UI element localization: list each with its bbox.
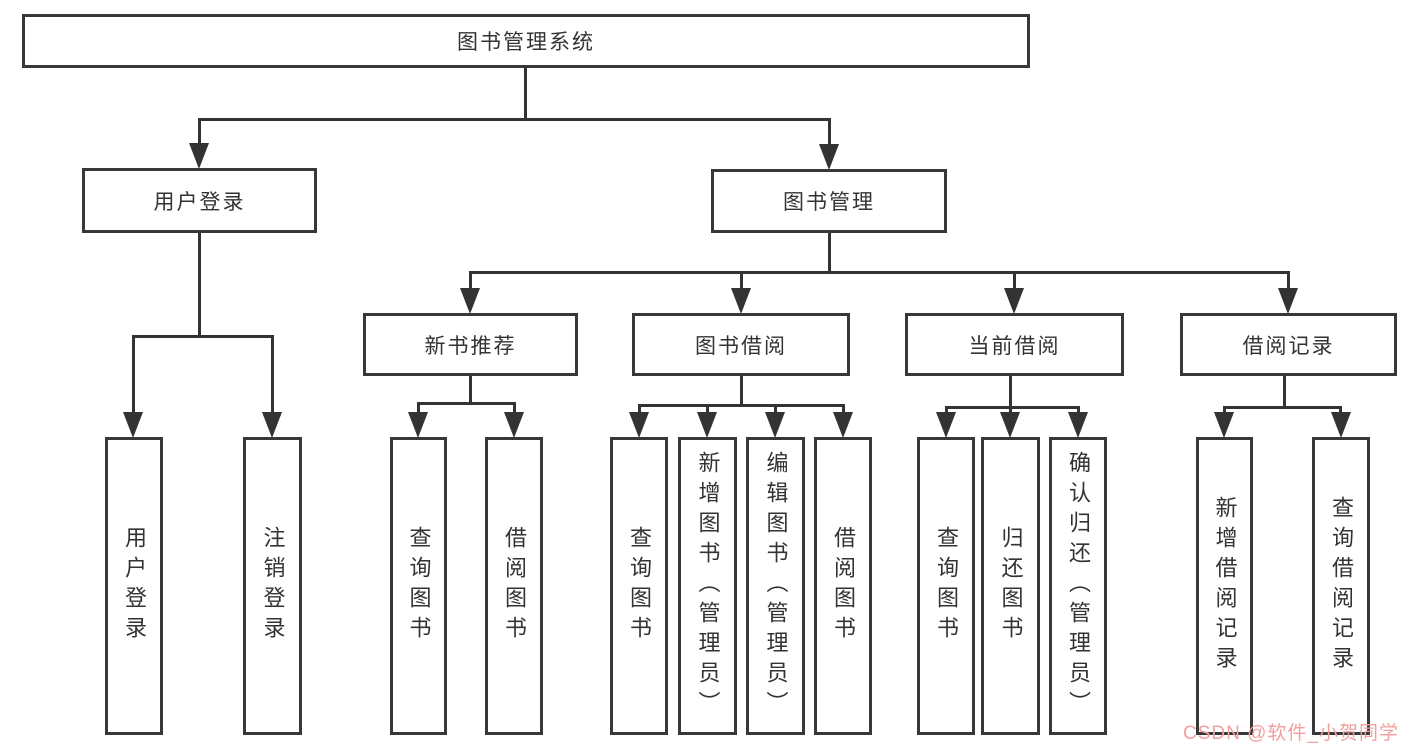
- connector-stem: [740, 376, 743, 406]
- leaf-query-books-borrowing: 查询图书: [610, 437, 668, 735]
- connector-book-mgmt-bar: [469, 271, 1290, 274]
- node-new-book-recommend: 新书推荐: [363, 313, 578, 376]
- connector-drop: [1009, 406, 1012, 414]
- connector-drop: [740, 271, 743, 289]
- arrow-down-icon: [629, 412, 649, 438]
- connector-drop: [132, 335, 135, 413]
- arrow-down-icon: [1000, 412, 1020, 438]
- connector-drop-user-login: [198, 118, 201, 146]
- node-label: 查询图书: [934, 526, 959, 646]
- arrow-down-icon: [123, 412, 143, 438]
- node-label: 借阅图书: [502, 526, 527, 646]
- connector-user-login-stem: [198, 233, 201, 337]
- csdn-watermark: CSDN @软件_小贺同学: [1183, 723, 1399, 744]
- node-book-management: 图书管理: [711, 169, 947, 233]
- connector-bar: [638, 404, 845, 407]
- node-label: 图书管理系统: [457, 31, 595, 54]
- connector-drop: [271, 335, 274, 413]
- connector-root-bar: [198, 118, 831, 121]
- arrow-down-icon: [936, 412, 956, 438]
- arrow-down-icon: [765, 412, 785, 438]
- arrow-down-icon: [697, 412, 717, 438]
- leaf-logout: 注销登录: [243, 437, 302, 735]
- connector-drop: [945, 406, 948, 414]
- node-user-login: 用户登录: [82, 168, 317, 233]
- connector-drop: [513, 402, 516, 414]
- connector-user-login-bar: [132, 335, 274, 338]
- arrow-down-icon: [262, 412, 282, 438]
- connector-book-mgmt-stem: [828, 233, 831, 273]
- leaf-query-borrow-record: 查询借阅记录: [1312, 437, 1370, 735]
- connector-bar: [1223, 406, 1342, 409]
- leaf-return-books: 归还图书: [981, 437, 1040, 735]
- node-label: 图书借阅: [695, 334, 787, 358]
- arrow-down-icon: [1331, 412, 1351, 438]
- leaf-user-login: 用户登录: [105, 437, 163, 735]
- node-borrowing-records: 借阅记录: [1180, 313, 1397, 376]
- node-current-borrowing: 当前借阅: [905, 313, 1124, 376]
- connector-drop: [1339, 406, 1342, 414]
- connector-stem: [1009, 376, 1012, 408]
- arrow-down-icon: [408, 412, 428, 438]
- leaf-add-books-admin: 新增图书（管理员）: [678, 437, 737, 735]
- connector-root-stem: [524, 66, 527, 120]
- node-label: 注销登录: [260, 526, 286, 646]
- connector-stem: [1283, 376, 1286, 408]
- arrow-down-icon: [1004, 288, 1024, 314]
- node-label: 借阅图书: [831, 526, 856, 646]
- connector-bar: [417, 402, 516, 405]
- connector-drop: [1287, 271, 1290, 289]
- arrow-down-icon: [819, 144, 839, 170]
- node-label: 当前借阅: [968, 334, 1061, 358]
- connector-drop: [469, 271, 472, 289]
- arrow-down-icon: [460, 288, 480, 314]
- node-label: 查询图书: [627, 526, 652, 646]
- node-label: 确认归还（管理员）: [1066, 451, 1091, 721]
- arrow-down-icon: [189, 143, 209, 169]
- connector-drop: [774, 404, 777, 414]
- leaf-borrow-books: 借阅图书: [814, 437, 872, 735]
- node-label: 用户登录: [122, 526, 147, 646]
- leaf-add-borrow-record: 新增借阅记录: [1196, 437, 1253, 735]
- leaf-query-books-current: 查询图书: [917, 437, 975, 735]
- node-label: 新书推荐: [424, 334, 517, 358]
- leaf-confirm-return-admin: 确认归还（管理员）: [1049, 437, 1107, 735]
- node-label: 查询图书: [406, 526, 432, 646]
- connector-stem: [469, 376, 472, 404]
- connector-drop: [1223, 406, 1226, 414]
- arrow-down-icon: [833, 412, 853, 438]
- leaf-edit-books-admin: 编辑图书（管理员）: [746, 437, 805, 735]
- arrow-down-icon: [731, 288, 751, 314]
- node-library-management-system: 图书管理系统: [22, 14, 1030, 68]
- arrow-down-icon: [504, 412, 524, 438]
- node-label: 图书管理: [783, 191, 875, 214]
- arrow-down-icon: [1278, 288, 1298, 314]
- node-label: 用户登录: [153, 190, 246, 214]
- connector-drop: [417, 402, 420, 414]
- node-label: 新增图书（管理员）: [695, 451, 721, 721]
- node-label: 编辑图书（管理员）: [763, 451, 789, 721]
- node-label: 新增借阅记录: [1212, 496, 1238, 676]
- node-label: 归还图书: [998, 526, 1024, 646]
- connector-drop: [1077, 406, 1080, 414]
- node-label: 查询借阅记录: [1329, 496, 1354, 676]
- connector-bar: [945, 406, 1080, 409]
- leaf-query-books-recommend: 查询图书: [390, 437, 447, 735]
- connector-drop-book-mgmt: [828, 118, 831, 146]
- node-book-borrowing: 图书借阅: [632, 313, 850, 376]
- leaf-borrow-books-recommend: 借阅图书: [485, 437, 543, 735]
- connector-drop: [842, 404, 845, 414]
- node-label: 借阅记录: [1242, 334, 1335, 358]
- connector-drop: [1013, 271, 1016, 289]
- connector-drop: [638, 404, 641, 414]
- arrow-down-icon: [1214, 412, 1234, 438]
- arrow-down-icon: [1068, 412, 1088, 438]
- connector-drop: [706, 404, 709, 414]
